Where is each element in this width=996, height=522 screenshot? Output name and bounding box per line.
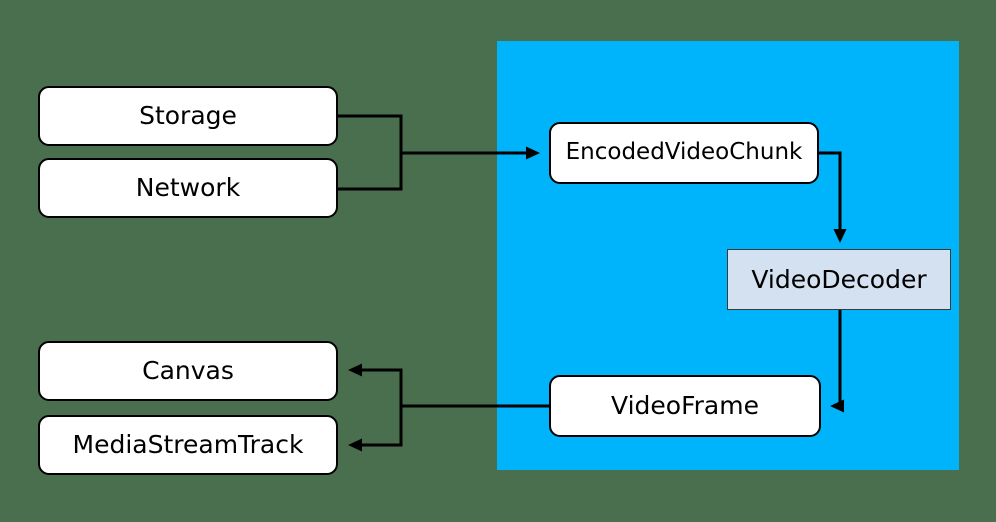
node-network-label: Network xyxy=(135,173,241,203)
node-storage-label: Storage xyxy=(139,101,237,131)
node-canvas-label: Canvas xyxy=(142,356,234,386)
node-encoded-video-chunk-label: EncodedVideoChunk xyxy=(565,139,803,166)
node-video-decoder[interactable]: VideoDecoder xyxy=(727,249,951,310)
node-video-decoder-label: VideoDecoder xyxy=(751,264,927,294)
node-network[interactable]: Network xyxy=(38,158,338,218)
arrowhead-frame-to-canvas xyxy=(348,363,362,377)
node-media-stream-track-label: MediaStreamTrack xyxy=(72,430,304,460)
node-video-frame[interactable]: VideoFrame xyxy=(549,375,821,437)
arrowhead-frame-to-mediastreamtrack xyxy=(348,438,362,452)
node-encoded-video-chunk[interactable]: EncodedVideoChunk xyxy=(549,122,819,184)
node-storage[interactable]: Storage xyxy=(38,86,338,146)
edge-frame-to-mediastreamtrack xyxy=(362,406,403,447)
node-video-frame-label: VideoFrame xyxy=(611,391,759,421)
node-canvas[interactable]: Canvas xyxy=(38,341,338,401)
edge-network-to-chunk xyxy=(338,153,403,191)
node-media-stream-track[interactable]: MediaStreamTrack xyxy=(38,415,338,475)
